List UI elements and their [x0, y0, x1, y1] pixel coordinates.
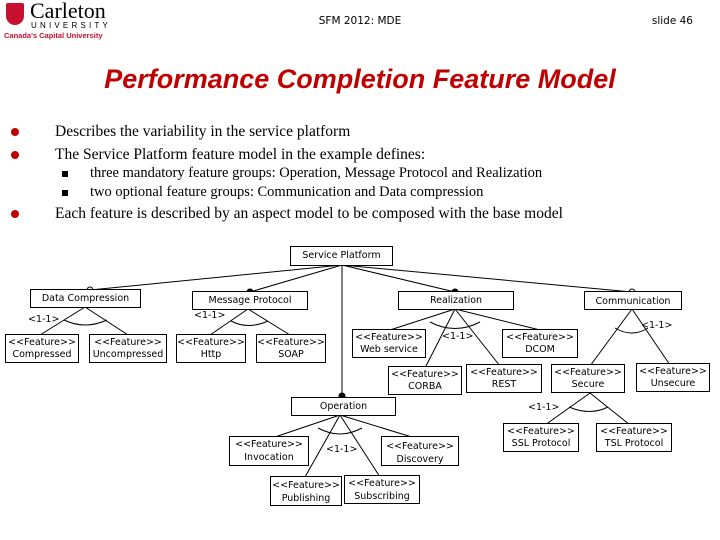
feature-tsl-protocol: <<Feature>> TSL Protocol — [596, 423, 672, 452]
sub-bullet-icon — [62, 190, 68, 196]
feature-root-label: Service Platform — [302, 250, 381, 261]
feature-soap: <<Feature>> SOAP — [256, 334, 326, 363]
feature-web-service: <<Feature>> Web service — [352, 329, 426, 358]
group-label: Operation — [319, 401, 368, 412]
feature-name: SSL Protocol — [511, 438, 571, 449]
cardinality-label: <1-1> — [326, 444, 358, 455]
feature-name: TSL Protocol — [604, 438, 664, 449]
slide-title: Performance Completion Feature Model — [104, 64, 616, 94]
feature-stereotype: <<Feature>> — [639, 366, 707, 377]
feature-stereotype: <<Feature>> — [470, 367, 538, 378]
feature-stereotype: <<Feature>> — [348, 478, 416, 489]
feature-ssl-protocol: <<Feature>> SSL Protocol — [503, 423, 579, 452]
feature-name: Secure — [571, 379, 605, 390]
feature-stereotype: <<Feature>> — [235, 439, 303, 450]
feature-compressed: <<Feature>> Compressed — [5, 334, 79, 363]
logo-tagline: Canada's Capital University — [4, 31, 103, 40]
feature-name: Web service — [360, 344, 418, 355]
group-label: Message Protocol — [208, 295, 292, 306]
feature-stereotype: <<Feature>> — [257, 337, 325, 348]
feature-stereotype: <<Feature>> — [600, 426, 668, 437]
feature-name: DCOM — [525, 344, 555, 355]
feature-name: SOAP — [278, 349, 304, 360]
feature-stereotype: <<Feature>> — [272, 480, 340, 491]
cardinality-label: <1-1> — [28, 314, 60, 325]
feature-name: REST — [491, 379, 517, 390]
feature-stereotype: <<Feature>> — [507, 426, 575, 437]
group-label: Realization — [429, 295, 483, 306]
bullet-text: Each feature is described by an aspect m… — [55, 205, 563, 222]
feature-http: <<Feature>> Http — [176, 334, 246, 363]
sub-bullet-text: two optional feature groups: Communicati… — [90, 184, 484, 200]
group-realization: Realization — [398, 291, 514, 310]
logo-university: UNIVERSITY — [31, 21, 112, 30]
feature-stereotype: <<Feature>> — [506, 332, 574, 343]
bullet-icon — [11, 128, 19, 136]
group-label: Data Compression — [41, 293, 130, 304]
group-communication: Communication — [584, 291, 682, 310]
feature-secure: <<Feature>> Secure — [551, 364, 625, 393]
feature-name: Discovery — [396, 454, 444, 465]
bullet-icon — [11, 210, 19, 218]
cardinality-label: <1-1> — [442, 331, 474, 342]
group-data-compression: Data Compression — [30, 289, 141, 308]
feature-name: CORBA — [408, 381, 442, 392]
group-label: Communication — [595, 296, 671, 307]
feature-unsecure: <<Feature>> Unsecure — [636, 363, 710, 392]
feature-dcom: <<Feature>> DCOM — [502, 329, 578, 358]
cardinality-label: <1-1> — [528, 402, 560, 413]
feature-stereotype: <<Feature>> — [177, 337, 245, 348]
feature-publishing: <<Feature>> Publishing — [270, 476, 342, 506]
course-label: SFM 2012: MDE — [318, 15, 402, 27]
feature-name: Uncompressed — [92, 349, 164, 360]
feature-subscribing: <<Feature>> Subscribing — [344, 475, 420, 504]
feature-stereotype: <<Feature>> — [8, 337, 76, 348]
feature-stereotype: <<Feature>> — [386, 441, 454, 452]
feature-name: Subscribing — [354, 491, 410, 502]
cardinality-label: <1-1> — [194, 310, 226, 321]
feature-root-box: Service Platform — [290, 246, 393, 266]
feature-stereotype: <<Feature>> — [554, 367, 622, 378]
feature-discovery: <<Feature>> Discovery — [381, 436, 459, 466]
slide-number: slide 46 — [651, 15, 693, 27]
feature-name: Publishing — [281, 493, 331, 504]
cardinality-label: <1-1> — [641, 320, 673, 331]
feature-stereotype: <<Feature>> — [391, 369, 459, 380]
feature-rest: <<Feature>> REST — [466, 364, 542, 393]
logo-name: Carleton — [30, 0, 106, 23]
feature-invocation: <<Feature>> Invocation — [229, 436, 309, 466]
group-message-protocol: Message Protocol — [192, 291, 308, 310]
group-operation: Operation — [291, 397, 396, 416]
feature-stereotype: <<Feature>> — [355, 332, 423, 343]
sub-bullet-icon — [62, 171, 68, 177]
sub-bullet-text: three mandatory feature groups: Operatio… — [90, 165, 543, 181]
bullet-icon — [11, 151, 19, 159]
feature-name: Unsecure — [650, 378, 696, 389]
feature-name: Invocation — [244, 452, 294, 463]
bullet-text: The Service Platform feature model in th… — [55, 146, 426, 163]
carleton-shield-icon — [6, 3, 24, 25]
feature-stereotype: <<Feature>> — [94, 337, 162, 348]
feature-uncompressed: <<Feature>> Uncompressed — [89, 334, 167, 363]
bullet-text: Describes the variability in the service… — [55, 123, 351, 140]
feature-name: Http — [200, 349, 222, 360]
feature-name: Compressed — [12, 349, 72, 360]
feature-corba: <<Feature>> CORBA — [388, 366, 462, 395]
